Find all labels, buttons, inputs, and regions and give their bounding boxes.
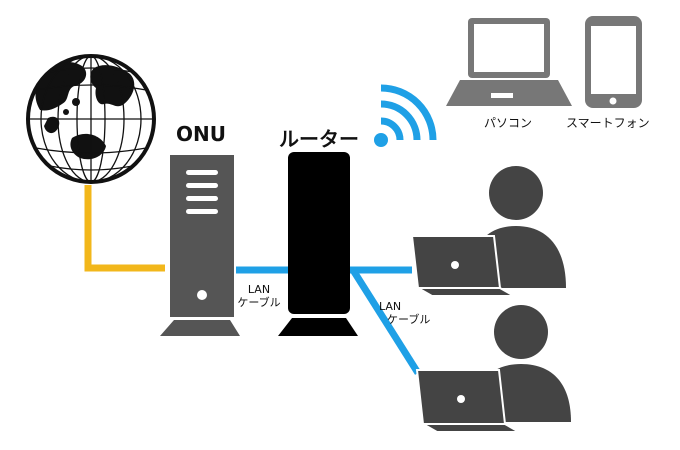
router-label: ルーター: [279, 127, 359, 151]
globe-icon: [26, 54, 156, 184]
pc-label: パソコン: [484, 116, 533, 130]
onu-label: ONU: [176, 122, 226, 146]
lan-cable-router-laptop2: [350, 268, 421, 375]
laptop-icon: [446, 18, 572, 106]
lan-cable-label-onu-router: LAN ケーブル: [233, 283, 285, 309]
lan-cable-label-line2: ケーブル: [387, 313, 431, 326]
lan-cable-label-router-clients: LAN ケーブル: [379, 300, 439, 326]
fiber-cable: [84, 185, 165, 272]
router-device-icon: [278, 152, 358, 336]
wifi-icon: [374, 84, 437, 147]
smartphone-icon: [585, 16, 642, 108]
lan-cable-label-line2: ケーブル: [237, 296, 281, 309]
laptop-icon: [415, 369, 523, 433]
onu-device-icon: [160, 155, 240, 336]
lan-cable-label-line1: LAN: [247, 283, 271, 296]
lan-cable-label-line1: LAN: [379, 300, 402, 313]
laptop-icon: [410, 235, 518, 297]
smartphone-label: スマートフォン: [566, 116, 650, 130]
